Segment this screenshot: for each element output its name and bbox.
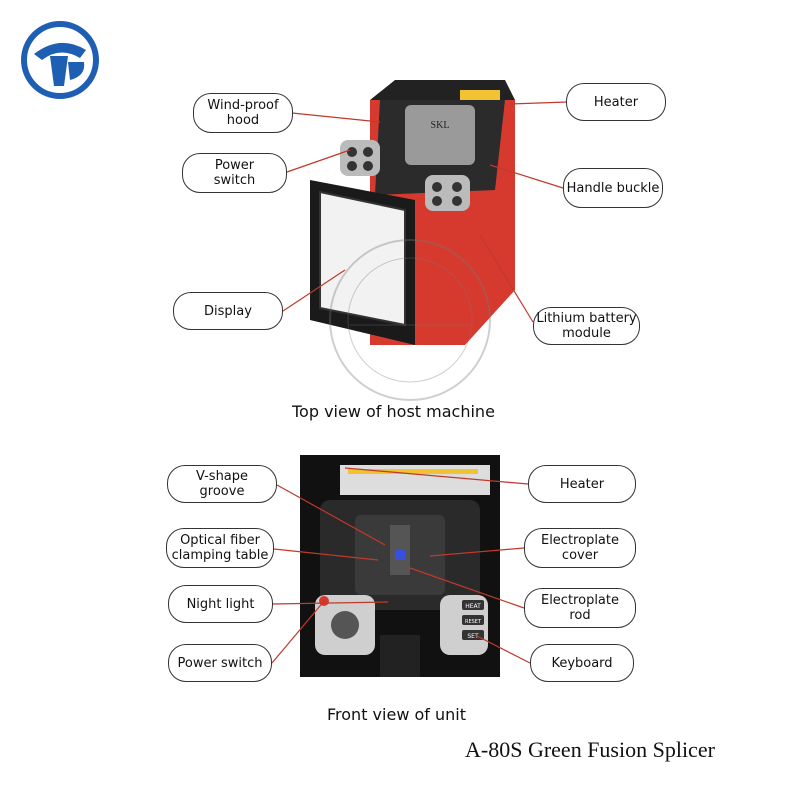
caption-front-view: Front view of unit	[327, 705, 466, 724]
callout-handle-buckle: Handle buckle	[563, 168, 663, 208]
callout-lithium-battery: Lithium battery module	[533, 307, 640, 345]
callout-optical-fiber-clamping: Optical fiber clamping table	[166, 528, 274, 568]
callout-electroplate-cover: Electroplate cover	[524, 528, 636, 568]
callout-power-switch-bottom: Power switch	[168, 644, 272, 682]
callout-electroplate-rod: Electroplate rod	[524, 588, 636, 628]
callout-heater-top: Heater	[566, 83, 666, 121]
callout-v-shape-groove: V-shape groove	[167, 465, 277, 503]
product-title: A-80S Green Fusion Splicer	[465, 737, 715, 763]
callout-heater-bottom: Heater	[528, 465, 636, 503]
callout-keyboard: Keyboard	[530, 644, 634, 682]
callout-power-switch-top: Power switch	[182, 153, 287, 193]
callout-display: Display	[173, 292, 283, 330]
callout-wind-proof-hood: Wind-proof hood	[193, 93, 293, 133]
callout-night-light: Night light	[168, 585, 273, 623]
caption-top-view: Top view of host machine	[292, 402, 495, 421]
